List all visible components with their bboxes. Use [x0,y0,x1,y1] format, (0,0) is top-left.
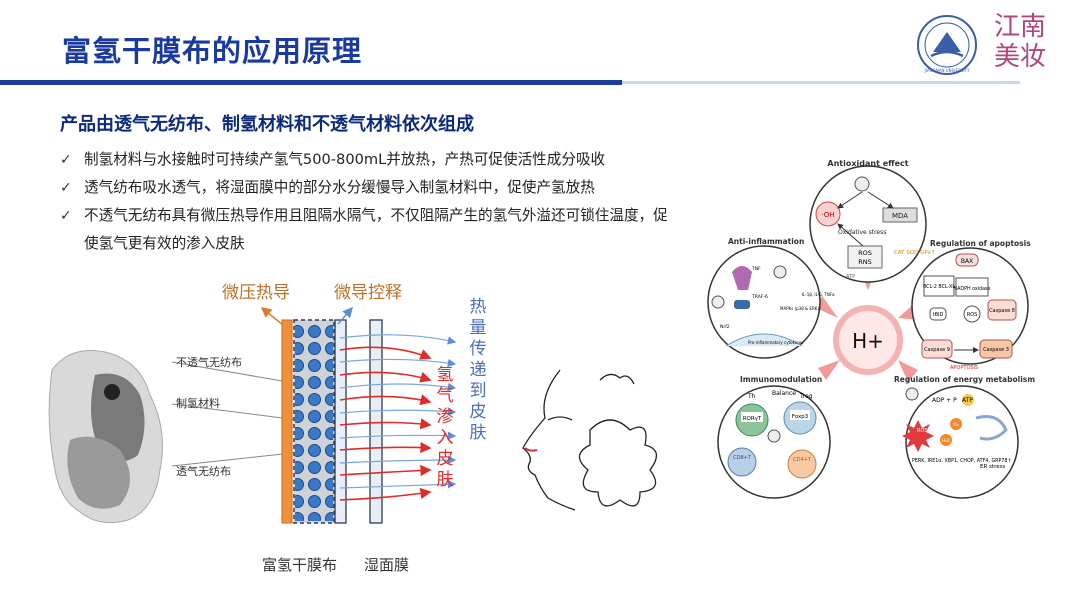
header-rule-dark [0,80,622,85]
pro-inflammatory-label: Pro-inflammatory cytokines [748,340,803,345]
cd8-cell [728,448,756,476]
vt-h2-char: 渗 [437,407,454,427]
vt-h2-char: 入 [437,428,454,448]
brand-logo: 江南 美妆 [994,12,1054,72]
adp-label: ADP + P [932,397,957,404]
il-label: IL-1β, IL-6, TNFα [802,292,835,297]
atp-label: ATP [962,397,973,404]
ros-label: ROS [967,312,978,318]
vertical-label-heat: 热量传递到皮肤 [470,297,487,443]
impermeable-layer [282,320,292,523]
rorgt-label: RORγT [743,416,762,422]
h-node [855,177,869,191]
caption-hydrogen-film: 富氢干膜布 [262,556,337,574]
ros-burst [902,420,934,452]
h-node [712,296,724,308]
bullet-item: ✓ 不透气无纺布具有微压热导作用且阻隔水隔气，不仅阻隔产生的氢气外溢还可锁住温度，… [58,202,670,258]
center-h-label: H+ [852,329,884,353]
caption-wet-mask: 湿面膜 [364,556,409,574]
nadph-label: NADPH oxidase [954,286,991,292]
check-icon: ✓ [60,146,72,174]
bax-label: BAX [961,258,973,265]
hydrogen-particles [295,322,333,521]
cd4-cell [788,450,816,478]
caspase8-label: Caspase 8 [989,308,1015,314]
atp-label-small: ATP [846,274,855,280]
bullet-item: ✓ 透气纺布吸水透气，将湿面膜中的部分水分缓慢导入制氢材料中，促使产氢放热 [58,174,670,202]
treg-label: Treg [799,393,813,400]
cd4-label: CD4+T [793,457,812,463]
seal-text: JIANGNAN UNIVERSITY [924,68,970,73]
oh-label: ·OH [822,211,835,219]
vt-heat-char: 肤 [470,423,487,443]
wet-mask-layer [370,320,382,523]
foxp3-label: Foxp3 [792,414,809,420]
tbid-label: tBID [933,312,944,318]
brand-line-2: 美妆 [994,42,1054,72]
caspase9-label: Caspase 9 [924,347,950,353]
bcl-label: BCL-2 BCL-XL [923,284,955,290]
vt-h2-char: 氢 [437,365,454,385]
ros-label: ROS [917,428,928,434]
title-anti-inflammation: Anti-inflammation [728,237,804,246]
hydrogen-mechanism-panel: H+ Antioxidant effect ·OH MDA Oxidative … [698,150,1044,500]
header-rule-light [622,81,1020,84]
apoptosis-label: APOPTOSIS [950,365,978,371]
o2-label: O₂ [953,422,959,428]
section-subtitle: 产品由透气无纺布、制氢材料和不透气材料依次组成 [60,110,474,136]
label-controlled-release: 微导控释 [334,283,402,303]
er-stress-label: ER stress [980,464,1005,470]
nfkb-node [734,300,750,309]
bullet-text: 不透气无纺布具有微压热导作用且阻隔水隔气，不仅阻隔产生的氢气外溢还可锁住温度，促… [84,207,668,252]
face-lineart-illustration [523,370,656,510]
bullet-text: 透气纺布吸水透气，将湿面膜中的部分水分缓慢导入制氢材料中，促使产氢放热 [84,179,595,196]
vt-h2-char: 肤 [437,470,454,490]
mapk-label: MAPKs (p38 & ERK) [780,306,819,311]
face-mask-illustration [49,350,162,522]
label-micro-pressure-heat: 微压热导 [222,283,290,303]
bullet-item: ✓ 制氢材料与水接触时可持续产氢气500-800mL并放热，产热可促使活性成分吸收 [58,146,670,174]
heat-arrow [262,308,283,325]
university-seal-logo: JIANGNAN UNIVERSITY [916,14,978,76]
ros-label: ROS [858,249,872,257]
th-label: Th [747,393,756,400]
balance-label: Balance [772,390,796,397]
layer-label-hydrogen-material: 制氢材料 [176,396,220,410]
layer-label-breathable: 透气无纺布 [176,464,231,478]
vt-heat-char: 热 [470,297,487,317]
h2o-label: H₂O [942,438,950,443]
vt-h2-char: 气 [437,386,454,406]
nrf2-label: Nrf2 [720,324,730,330]
h-node [906,388,918,400]
vt-h2-char: 皮 [437,449,454,469]
brand-line-1: 江南 [994,12,1054,42]
bullet-text: 制氢材料与水接触时可持续产氢气500-800mL并放热，产热可促使活性成分吸收 [84,151,605,168]
tnf-label: TNF [751,266,761,272]
traf-label: TRAF-6 [751,294,768,300]
vt-heat-char: 皮 [470,402,487,422]
cd8-label: CD8+T [733,455,752,461]
vt-heat-char: 量 [470,318,487,338]
title-apoptosis: Regulation of apoptosis [930,239,1031,248]
check-icon: ✓ [60,174,72,202]
page-title: 富氢干膜布的应用原理 [62,28,362,70]
vt-heat-char: 到 [470,381,487,401]
title-immunomodulation: Immunomodulation [740,375,822,384]
check-icon: ✓ [60,202,72,230]
hydrogen-arrows [340,347,430,500]
rns-label: RNS [858,258,872,266]
h-node [774,266,786,278]
h-node [768,430,780,442]
caspase3-label: Caspase 3 [983,347,1009,353]
mda-label: MDA [892,212,908,220]
layer-label-impermeable: 不透气无纺布 [176,355,242,369]
enzymes-label: CAT SOD GPx↑ [894,249,936,256]
bullet-list: ✓ 制氢材料与水接触时可持续产氢气500-800mL并放热，产热可促使活性成分吸收… [58,146,670,258]
vt-heat-char: 传 [470,339,487,359]
vt-heat-char: 递 [470,360,487,380]
title-energy-metabolism: Regulation of energy metabolism [894,375,1035,384]
